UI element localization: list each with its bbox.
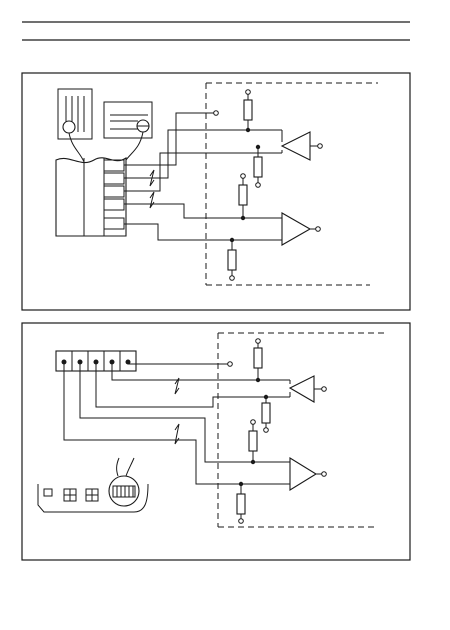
slider-card-vertical-frame: [58, 89, 92, 139]
wire: [124, 224, 282, 240]
diagram-bottom: [22, 323, 410, 560]
lead-curve: [126, 132, 143, 160]
resistor-icon: [239, 185, 247, 205]
amplifier-icon: [290, 376, 314, 402]
twist-mark: [175, 424, 179, 444]
wire: [112, 364, 290, 380]
twist-mark: [150, 192, 154, 208]
slider-card-vertical: [58, 89, 92, 139]
resistor-icon: [249, 431, 257, 451]
wire: [64, 364, 290, 484]
terminal-open: [214, 111, 219, 116]
diagram-top: [22, 73, 410, 310]
resistor-icon: [262, 403, 270, 423]
resistor-icon: [244, 100, 252, 120]
amplifier-icon: [282, 213, 310, 245]
lead-curve: [69, 133, 84, 162]
resistor-icon: [228, 250, 236, 270]
wire: [124, 204, 282, 218]
lead-curve: [117, 458, 119, 476]
connector-housing: [38, 476, 148, 512]
amplifier-icon: [290, 458, 316, 490]
resistor-icon: [237, 494, 245, 514]
resistor-icon: [254, 348, 262, 368]
resistor-icon: [254, 157, 262, 177]
amplifier-icon: [282, 132, 310, 160]
terminal-block: [56, 158, 126, 236]
knob-icon: [63, 121, 75, 133]
lead-curve: [126, 458, 134, 476]
slider-card-horizontal: [104, 102, 152, 138]
